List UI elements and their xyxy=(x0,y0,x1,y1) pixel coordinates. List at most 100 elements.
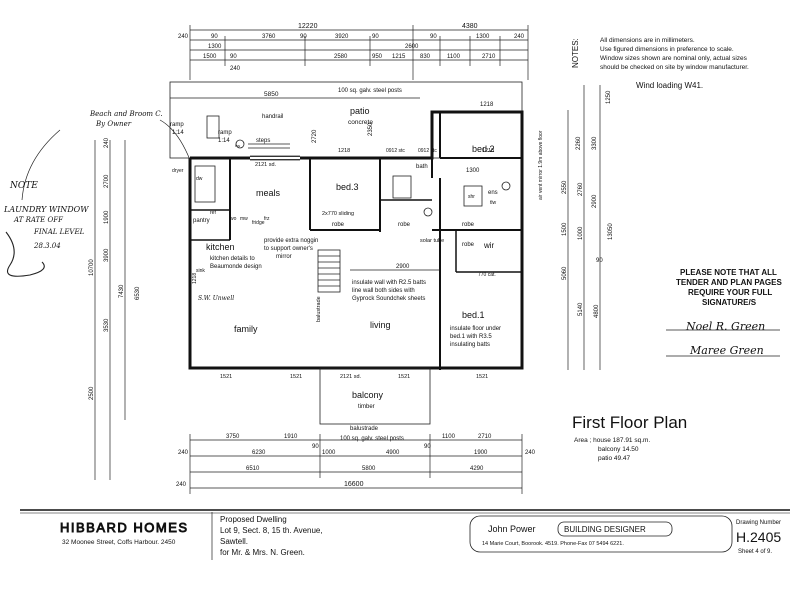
project-line-2: Lot 9, Sect. 8, 15 th. Avenue, xyxy=(220,526,323,535)
top-dim: 3920 xyxy=(335,34,349,40)
steps-label: steps xyxy=(256,138,270,144)
handwritten-notes: Beach and Broom C. By Owner NOTE LAUNDRY… xyxy=(3,110,234,302)
project-line-4: for Mr. & Mrs. N. Green. xyxy=(220,548,305,557)
designer-address: 14 Marie Court, Boorook. 4519. Phone-Fax… xyxy=(482,541,624,547)
bottom-dimensions: 3750 1910 1100 2710 240 6230 90 1000 490… xyxy=(176,434,536,494)
room-balcony-sub: timber xyxy=(358,404,375,410)
right-dim: 90 xyxy=(596,258,603,264)
drawing-number-label: Drawing Number xyxy=(736,520,781,526)
bottom-dim: 4900 xyxy=(386,450,400,456)
dim-1218-top: 1218 xyxy=(480,102,494,108)
room-bed3: bed.3 xyxy=(336,182,359,192)
top-dim: 240 xyxy=(514,34,525,40)
notes-block: NOTES: All dimensions are in millimeters… xyxy=(571,37,749,90)
window-dim: 1521 xyxy=(290,374,302,380)
fixture-label: dryer xyxy=(172,168,184,174)
insulate-wall-2: line wall both sides with xyxy=(352,288,415,294)
note-line-1: All dimensions are in millimeters. xyxy=(600,37,695,44)
room-bed1: bed.1 xyxy=(462,310,485,320)
plan-title: First Floor Plan xyxy=(572,413,687,432)
ramp-slope-2: 1:14 xyxy=(218,138,230,144)
bottom-dim: 240 xyxy=(176,482,187,488)
bottom-dim: 1100 xyxy=(442,434,456,440)
top-dim: 1300 xyxy=(208,44,222,50)
fixture-label: dw xyxy=(196,176,203,182)
window-dim: 2900 xyxy=(396,264,410,270)
stamp-sig-1: Noel R. Green xyxy=(685,320,765,333)
room-kitchen: kitchen xyxy=(206,242,235,252)
top-dim: 2600 xyxy=(405,44,419,50)
left-dim: 2700 xyxy=(104,174,110,188)
stair xyxy=(317,249,341,293)
left-dim: 3900 xyxy=(104,248,110,262)
bottom-dim: 2710 xyxy=(478,434,492,440)
top-dimensions: 12220 4380 240 90 3760 90 3920 90 2600 9… xyxy=(178,23,529,80)
top-dim: 90 xyxy=(230,54,237,60)
stamp-line-3: REQUIRE YOUR FULL xyxy=(688,288,772,297)
bottom-dim: 5800 xyxy=(362,466,376,472)
balustrade-label: balustrade xyxy=(316,296,322,322)
top-dim: 950 xyxy=(372,54,383,60)
bottom-overall: 16600 xyxy=(344,481,364,488)
top-dim: 2710 xyxy=(482,54,496,60)
right-dim: 1500 xyxy=(562,222,568,236)
area-house: Area ; house 187.91 sq.m. xyxy=(574,437,650,444)
insulate-wall: insulate wall with R2.5 batts xyxy=(352,280,426,286)
bottom-dim: 90 xyxy=(424,444,431,450)
fixture-label: mw xyxy=(240,216,248,222)
bottom-dim: 1900 xyxy=(474,450,488,456)
right-dim: 5060 xyxy=(562,266,568,280)
bottom-dim: 3750 xyxy=(226,434,240,440)
stamp-sig-2: Maree Green xyxy=(689,344,764,357)
nogging-note-3: mirror xyxy=(276,254,292,260)
hand-note-head: NOTE xyxy=(9,181,38,191)
room-patio: patio xyxy=(350,106,370,116)
room-robe-2: robe xyxy=(462,222,475,228)
right-dimensions: 1250 2260 3300 2550 2760 2900 1500 1000 … xyxy=(562,85,614,370)
top-dim: 830 xyxy=(420,54,431,60)
right-dim: 13050 xyxy=(608,223,614,240)
left-dim: 6530 xyxy=(135,286,141,300)
note-line-3: Window sizes shown are nominal only, act… xyxy=(600,55,748,62)
insulate-wall-3: Gyprock Soundchek sheets xyxy=(352,296,425,302)
room-robe-3: robe xyxy=(462,242,475,248)
bottom-dim: 1910 xyxy=(284,434,298,440)
room-living: living xyxy=(370,320,391,330)
kitchen-details-2: Beaumonde design xyxy=(210,264,262,270)
balustrade-bottom: balustrade xyxy=(350,426,379,432)
left-dim: 240 xyxy=(104,137,110,148)
wind-loading: Wind loading W41. xyxy=(636,81,703,90)
left-dim: 1900 xyxy=(104,210,110,224)
room-family: family xyxy=(234,324,258,334)
hand-by-owner: S.W. Unwell xyxy=(198,295,234,302)
right-dim: 2260 xyxy=(576,136,582,150)
right-dim: 2760 xyxy=(578,182,584,196)
stamp-line-2: TENDER AND PLAN PAGES xyxy=(676,278,782,287)
room-wir: wir xyxy=(483,241,495,250)
fixture-label: tlw xyxy=(490,200,497,206)
balcony-area: balcony timber balustrade 100 sq. galv. … xyxy=(319,367,431,442)
top-dim: 90 xyxy=(211,34,218,40)
patio-area: 5850 100 sq. galv. steel posts patio con… xyxy=(169,81,523,159)
window-dim: 1521 xyxy=(220,374,232,380)
left-dim: 10700 xyxy=(89,259,95,276)
solar-tube: solar tube xyxy=(420,238,444,244)
project-line-1: Proposed Dwelling xyxy=(220,515,287,524)
window-dim: 1300 xyxy=(466,168,480,174)
insulate-floor-3: insulating batts xyxy=(450,342,490,348)
left-dim: 7430 xyxy=(119,284,125,298)
right-dim: 3300 xyxy=(592,136,598,150)
room-patio-sub: concrete xyxy=(348,119,373,126)
room-meals: meals xyxy=(256,188,281,198)
left-dimensions: 240 2700 1900 3900 3530 2500 10700 7430 … xyxy=(89,137,141,480)
dim-2720: 2720 xyxy=(312,129,318,143)
title-block: HIBBARD HOMES 32 Moonee Street, Coffs Ha… xyxy=(20,509,790,560)
window-dim: 2121 sd. xyxy=(340,374,362,380)
room-balcony: balcony xyxy=(352,390,384,400)
window-dim: 1521 xyxy=(398,374,410,380)
project-line-3: Sawtell. xyxy=(220,537,248,546)
sheet-number: Sheet 4 of 9. xyxy=(738,549,772,555)
top-dim: 240 xyxy=(178,34,189,40)
insulate-floor-2: bed.1 with R3.5 xyxy=(450,334,492,340)
